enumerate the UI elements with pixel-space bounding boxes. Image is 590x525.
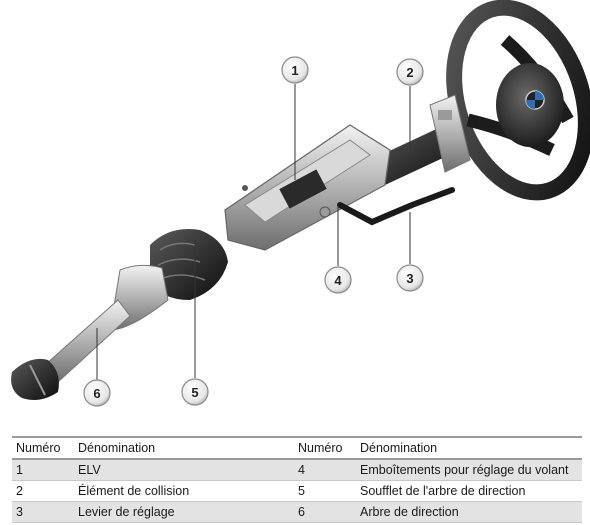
table-row: 1 ELV 4 Emboîtements pour réglage du vol… — [12, 459, 582, 481]
boot — [150, 229, 228, 300]
callout-5-label: 5 — [191, 385, 198, 400]
cell-name: Emboîtements pour réglage du volant — [360, 463, 569, 477]
table-row: 3 Levier de réglage 6 Arbre de direction — [12, 501, 582, 523]
bmw-logo-icon — [525, 90, 545, 110]
cell-number: 2 — [16, 484, 23, 498]
cell-number: 1 — [16, 463, 23, 477]
table-row: 2 Élément de collision 5 Soufflet de l'a… — [12, 481, 582, 502]
callout-3-label: 3 — [406, 271, 413, 286]
header-name: Dénomination — [78, 441, 156, 455]
callout-6: 6 — [83, 379, 111, 407]
cell-name: Arbre de direction — [360, 505, 459, 519]
callout-3: 3 — [396, 264, 424, 292]
header-number: Numéro — [298, 441, 343, 455]
upper-column — [370, 94, 471, 185]
cell-name: Levier de réglage — [78, 505, 175, 519]
cell-number: 3 — [16, 505, 23, 519]
callout-5: 5 — [181, 378, 209, 406]
cell-name: Soufflet de l'arbre de direction — [360, 484, 526, 498]
cell-name: Élément de collision — [78, 484, 190, 498]
callout-2: 2 — [396, 58, 424, 86]
steering-column-illustration: 1 2 3 4 5 6 — [11, 0, 590, 407]
callout-6-label: 6 — [93, 386, 100, 401]
steering-shaft — [11, 264, 169, 400]
legend-header-row: Numéro Dénomination Numéro Dénomination — [12, 437, 582, 459]
callout-4-label: 4 — [334, 273, 342, 288]
cell-name: ELV — [78, 463, 101, 477]
header-number: Numéro — [16, 441, 61, 455]
column-frame — [224, 124, 391, 251]
adjustment-lever — [337, 187, 455, 226]
callout-1: 1 — [281, 56, 309, 84]
callout-4: 4 — [324, 266, 352, 294]
callout-2-label: 2 — [406, 65, 413, 80]
callout-1-label: 1 — [291, 63, 298, 78]
steering-wheel — [446, 0, 590, 201]
legend-table: Numéro Dénomination Numéro Dénomination … — [12, 436, 582, 523]
cell-number: 4 — [298, 463, 305, 477]
leader-lines — [96, 84, 411, 380]
header-name: Dénomination — [360, 441, 438, 455]
cell-number: 6 — [298, 505, 305, 519]
cell-number: 5 — [298, 484, 305, 498]
